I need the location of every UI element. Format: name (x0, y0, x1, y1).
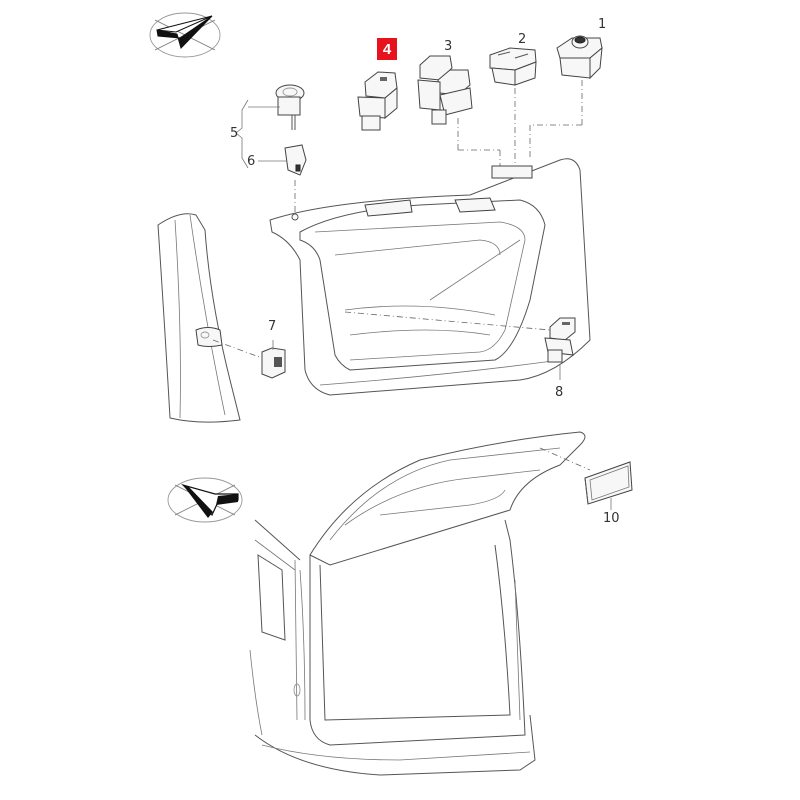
part-2-double-switch[interactable] (489, 47, 537, 165)
part-8-rear-window-switch[interactable] (344, 311, 576, 380)
door-trim-panel (269, 158, 591, 396)
callout-1: 1 (598, 17, 607, 32)
callout-5: 5 (230, 126, 239, 141)
part-1-mirror-switch[interactable] (529, 35, 603, 160)
callout-4-highlighted: 4 (377, 38, 397, 60)
part-3-double-switch[interactable] (417, 55, 501, 170)
part-5-lock-cylinder[interactable] (275, 84, 305, 130)
part-4-single-switch[interactable] (357, 71, 398, 131)
callout-2: 2 (518, 32, 527, 47)
part-10-tailgate-light[interactable] (539, 447, 633, 510)
callout-8: 8 (555, 385, 564, 400)
part-6-lock-bracket[interactable] (284, 144, 307, 221)
direction-arrow-icon (149, 12, 221, 58)
callout-3: 3 (444, 39, 453, 54)
direction-arrow-icon (167, 477, 243, 523)
callout-7: 7 (268, 319, 277, 334)
callout-10: 10 (603, 511, 620, 526)
callout-6: 6 (247, 154, 256, 169)
rear-body-tailgate (249, 431, 586, 776)
part-7-pillar-switch[interactable] (212, 339, 286, 379)
b-pillar-trim (157, 213, 241, 423)
callout-5-bracket (235, 99, 286, 169)
